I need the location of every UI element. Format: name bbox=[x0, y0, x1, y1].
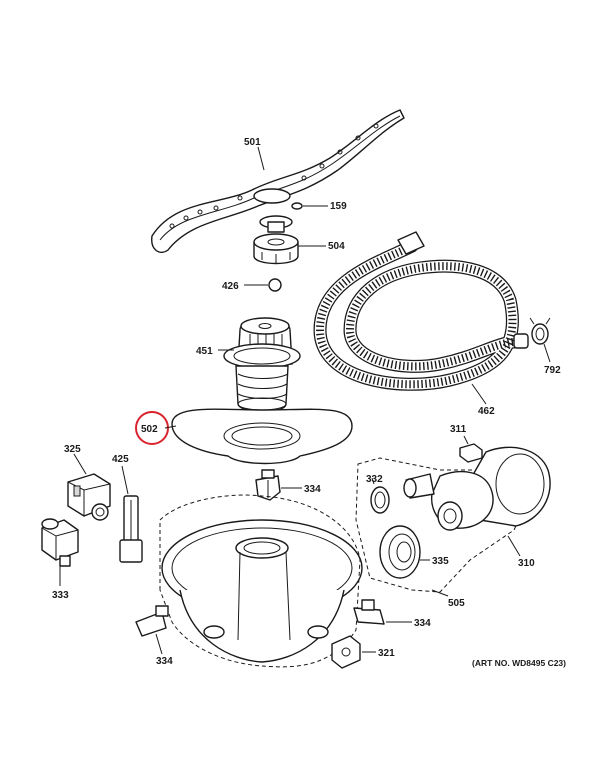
leader-462 bbox=[471, 383, 487, 405]
block-311[interactable] bbox=[459, 443, 483, 463]
art-number: (ART NO. WD8495 C23) bbox=[472, 658, 566, 668]
label-333: 333 bbox=[52, 590, 69, 601]
ball-426[interactable] bbox=[268, 278, 282, 292]
clip-334-top[interactable] bbox=[255, 469, 281, 501]
filter-tower-451[interactable] bbox=[223, 317, 301, 413]
leader-332 bbox=[371, 477, 375, 485]
label-334-right: 334 bbox=[414, 618, 431, 629]
leader-501 bbox=[257, 146, 265, 171]
pump-motor-310[interactable] bbox=[403, 446, 551, 531]
leader-325 bbox=[73, 453, 87, 475]
leader-502 bbox=[164, 425, 177, 429]
clamp-792[interactable] bbox=[529, 317, 551, 345]
label-504: 504 bbox=[328, 241, 345, 252]
label-502: 502 bbox=[141, 424, 158, 435]
label-426: 426 bbox=[222, 281, 239, 292]
leader-425 bbox=[121, 465, 129, 495]
clamp-332[interactable] bbox=[370, 486, 390, 514]
label-325: 325 bbox=[64, 444, 81, 455]
leader-334-left bbox=[155, 633, 163, 655]
leader-792 bbox=[543, 343, 551, 363]
drain-hose-462[interactable] bbox=[313, 231, 529, 391]
label-159: 159 bbox=[330, 201, 347, 212]
highlight-ring-502 bbox=[135, 411, 169, 445]
label-332: 332 bbox=[366, 474, 383, 485]
label-451: 451 bbox=[196, 346, 213, 357]
float-425[interactable] bbox=[119, 495, 143, 563]
label-505: 505 bbox=[448, 598, 465, 609]
spray-arm-501[interactable] bbox=[151, 109, 405, 254]
valve-321[interactable] bbox=[331, 635, 361, 669]
label-334-left: 334 bbox=[156, 656, 173, 667]
label-334-top: 334 bbox=[304, 484, 321, 495]
sump-assembly[interactable] bbox=[161, 519, 363, 663]
clip-334-left[interactable] bbox=[135, 605, 169, 637]
label-335: 335 bbox=[432, 556, 449, 567]
clip-334-right[interactable] bbox=[353, 599, 385, 625]
sensor-325[interactable] bbox=[67, 473, 111, 521]
switch-333[interactable] bbox=[41, 518, 79, 567]
label-310: 310 bbox=[518, 558, 535, 569]
leader-311 bbox=[463, 435, 469, 445]
washer-159[interactable] bbox=[291, 202, 303, 210]
sump-dashed-outline bbox=[159, 494, 361, 668]
filter-plate-502[interactable] bbox=[171, 408, 353, 465]
leader-505 bbox=[431, 589, 449, 597]
label-792: 792 bbox=[544, 365, 561, 376]
leader-310 bbox=[507, 535, 521, 557]
label-501: 501 bbox=[244, 137, 261, 148]
label-311: 311 bbox=[450, 424, 467, 435]
hub-assembly-504[interactable] bbox=[253, 215, 299, 265]
pump-dashed-outline bbox=[355, 457, 529, 593]
label-321: 321 bbox=[378, 648, 395, 659]
label-425: 425 bbox=[112, 454, 129, 465]
label-462: 462 bbox=[478, 406, 495, 417]
seal-335[interactable] bbox=[379, 525, 421, 579]
